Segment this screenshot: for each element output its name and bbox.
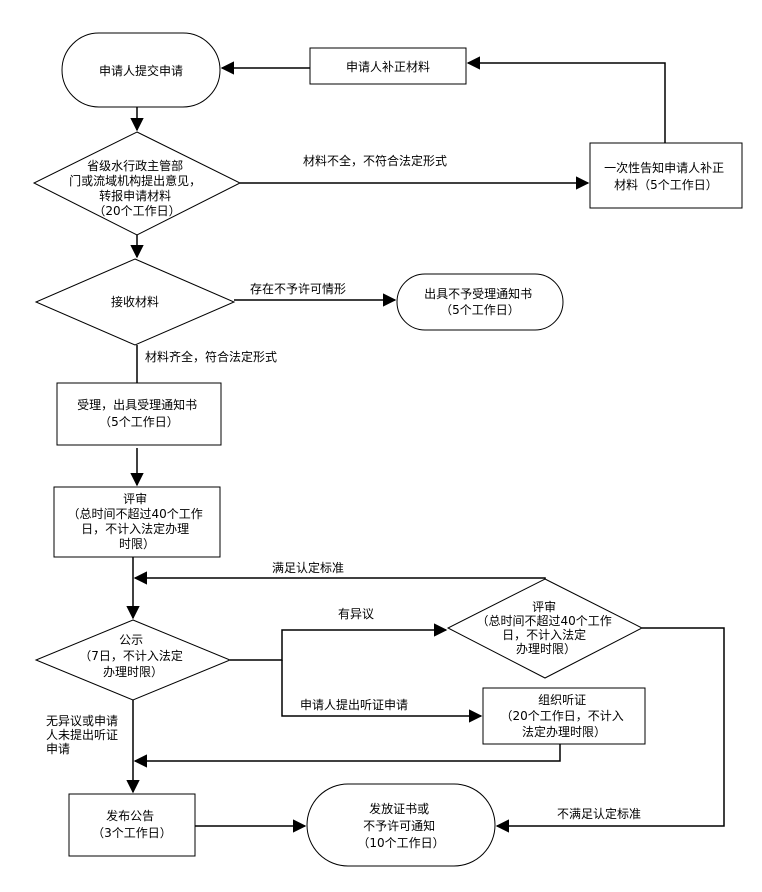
receive-diamond: [34, 258, 236, 346]
supplement-label: 申请人补正材料: [346, 60, 430, 74]
publicity-label: 公示 （7日，不计入法定 办理时限）: [79, 633, 186, 679]
edge-reevaluate-meets-standard: [133, 571, 546, 585]
edge-label-no-objection: 无异议或申请 人未提出听证 申请: [46, 714, 122, 756]
edge-reevaluate-not-meet: [495, 627, 725, 833]
reject-notice-label: 出具不予受理通知书 （5个工作日）: [424, 287, 536, 317]
supplement-node: [309, 47, 467, 85]
edge-publicity-to-hearing: [281, 660, 483, 723]
re-evaluate-label: 评审 （总时间不超过40个工作 日，不计入法定 办理时限）: [476, 599, 615, 656]
review-province-label: 省级水行政主管部 门或流域机构提出意见， 转报申请材料 （20个工作日）: [69, 158, 205, 218]
receive-label: 接收材料: [111, 294, 159, 309]
edge-hearing-return: [133, 744, 561, 768]
accept-label: 受理，出具受理通知书 （5个工作日）: [77, 398, 201, 429]
issue-label: 发放证书或 不予许可通知 （10个工作日）: [357, 801, 444, 850]
announce-label: 发布公告 （3个工作日）: [92, 808, 172, 840]
edge-notify-to-supplement: [466, 56, 666, 143]
edge-label-not-permitted: 存在不予许可情形: [250, 282, 346, 296]
edge-label-meets-standard: 满足认定标准: [272, 560, 344, 575]
edge-label-not-meet-standard: 不满足认定标准: [557, 806, 641, 821]
notify-supplement-label: 一次性告知申请人补正 材料（5个工作日）: [604, 161, 728, 192]
reject-notice-node: [396, 273, 564, 331]
edge-label-incomplete: 材料不全，不符合法定形式: [303, 153, 447, 168]
edge-publicity-to-reevaluate: [230, 623, 448, 661]
re-evaluate-diamond: [446, 578, 644, 679]
edge-label-hearing-request: 申请人提出听证申请: [300, 697, 408, 712]
hearing-label: 组织听证 （20个工作日，不计入 法定办理时限）: [500, 693, 627, 739]
submit-node: [61, 32, 221, 108]
edge-label-complete: 材料齐全，符合法定形式: [145, 349, 277, 364]
evaluate-label: 评审 （总时间不超过40个工作 日，不计入法定办理 时限）: [67, 491, 206, 551]
submit-label: 申请人提交申请: [99, 63, 183, 78]
issue-node: [306, 783, 496, 867]
hearing-node: [482, 687, 646, 745]
evaluate-node: [53, 486, 221, 558]
notify-supplement-node: [589, 142, 743, 209]
announce-node: [68, 793, 196, 857]
accept-node: [56, 382, 222, 446]
edge-label-objection: 有异议: [338, 607, 374, 621]
